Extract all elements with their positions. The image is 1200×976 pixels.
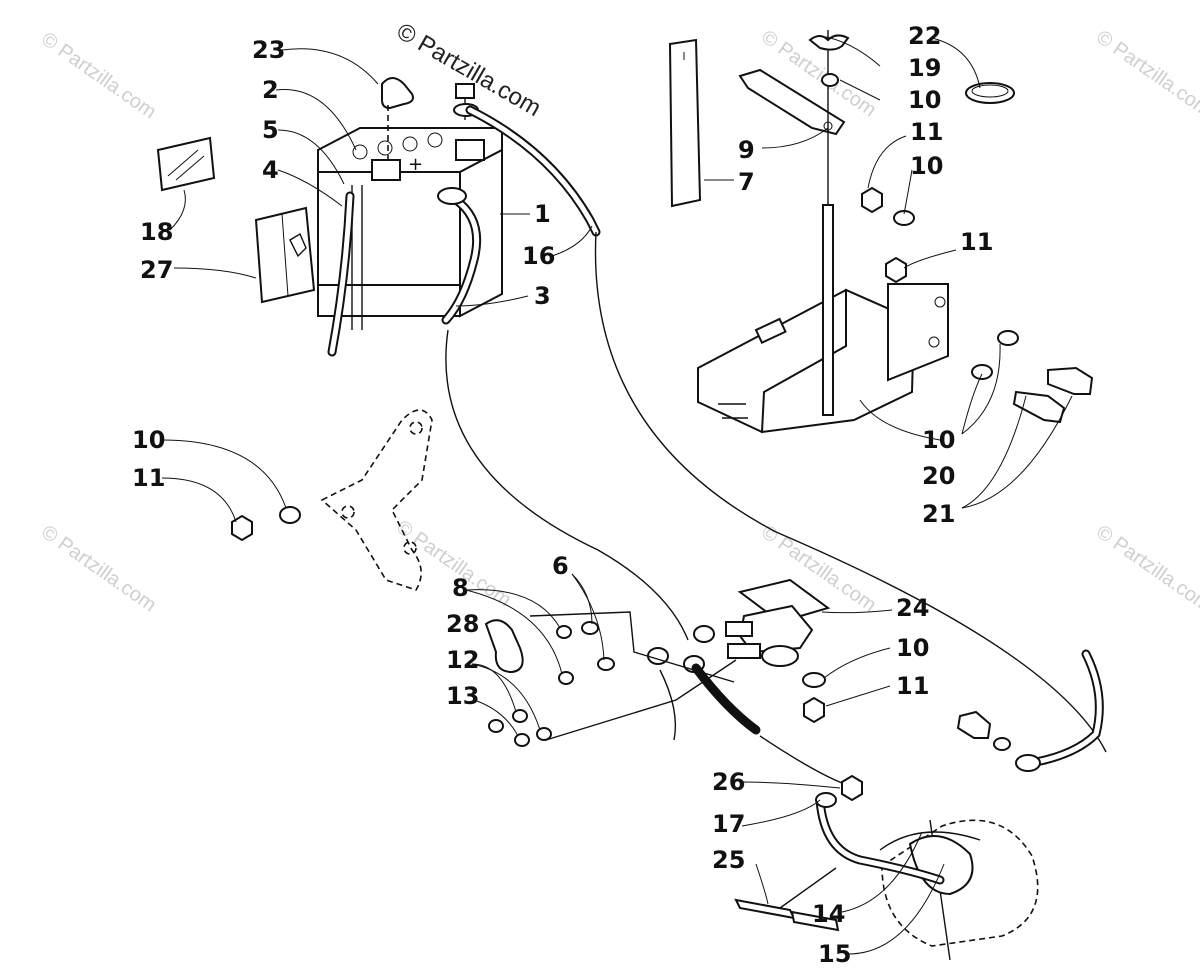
callout-11: 11 [910, 118, 943, 146]
svg-text:+: + [408, 154, 423, 175]
callout-10: 10 [908, 86, 941, 114]
leader-lines [161, 35, 1073, 955]
battery-cover-part [254, 206, 316, 304]
callout-23: 23 [252, 36, 285, 64]
washer-part [802, 672, 826, 688]
callout-26: 26 [712, 768, 745, 796]
callout-14: 14 [812, 900, 845, 928]
callout-5: 5 [262, 116, 279, 144]
decal-plate-part [156, 136, 216, 192]
callout-11: 11 [960, 228, 993, 256]
nut-part [885, 256, 907, 284]
battery-illustration: + [317, 127, 503, 330]
watermark-layer: © Partzilla.com © Partzilla.com © Partzi… [37, 26, 1200, 616]
spring-part [790, 910, 840, 932]
starter-motor-outline [879, 819, 1039, 961]
hold-down-strap-part [668, 38, 702, 208]
callout-10: 10 [132, 426, 165, 454]
engine-bracket-outline [320, 409, 433, 591]
callout-28: 28 [446, 610, 479, 638]
callout-4: 4 [262, 156, 279, 184]
callout-20: 20 [922, 462, 955, 490]
callout-25: 25 [712, 846, 745, 874]
callout-16: 16 [522, 242, 555, 270]
watermark-text: © Partzilla.com [1092, 26, 1200, 121]
callout-9: 9 [738, 136, 755, 164]
callout-labels: 23 2 5 4 18 27 1 16 3 7 9 19 10 22 11 10… [132, 22, 993, 968]
callout-11: 11 [132, 464, 165, 492]
watermark-text: © Partzilla.com [1092, 521, 1200, 616]
mounting-bolts-part [971, 330, 1094, 424]
callout-10: 10 [922, 426, 955, 454]
hardware-group [484, 619, 715, 747]
callout-10: 10 [896, 634, 929, 662]
callout-2: 2 [262, 76, 279, 104]
callout-24: 24 [896, 594, 929, 622]
starter-solenoid-part [725, 578, 831, 667]
callout-27: 27 [140, 256, 173, 284]
callout-10: 10 [910, 152, 943, 180]
callout-13: 13 [446, 682, 479, 710]
callout-21: 21 [922, 500, 955, 528]
washer-part [821, 73, 839, 87]
battery-tray-part [697, 283, 949, 434]
cable-tie-part [965, 82, 1015, 104]
callout-17: 17 [712, 810, 745, 838]
callout-3: 3 [534, 282, 551, 310]
watermark-text: © Partzilla.com [37, 28, 160, 123]
watermark-text: © Partzilla.com [37, 521, 160, 616]
callout-12: 12 [446, 646, 479, 674]
callout-1: 1 [534, 200, 551, 228]
callout-18: 18 [140, 218, 173, 246]
callout-19: 19 [908, 54, 941, 82]
nut-part [231, 514, 253, 542]
washer-part [893, 210, 915, 226]
nut-part [803, 696, 825, 724]
callout-11: 11 [896, 672, 929, 700]
callout-22: 22 [908, 22, 941, 50]
callout-15: 15 [818, 940, 851, 968]
callout-7: 7 [738, 168, 755, 196]
callout-8: 8 [452, 574, 469, 602]
spring-part [734, 898, 796, 920]
washer-part [279, 506, 301, 524]
nut-part [841, 774, 863, 802]
nut-part [861, 186, 883, 214]
terminal-cap-part [381, 77, 414, 165]
callout-6: 6 [552, 552, 569, 580]
